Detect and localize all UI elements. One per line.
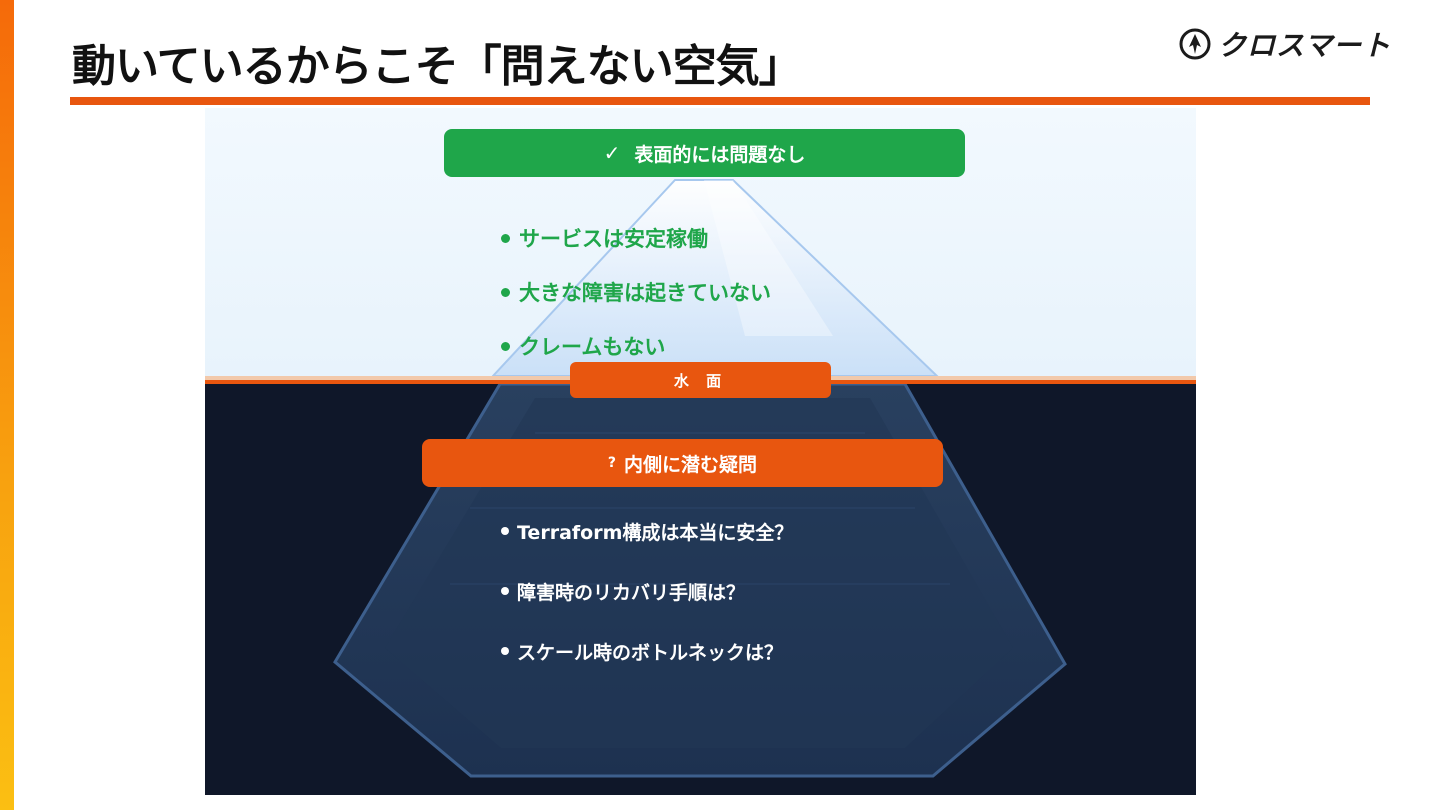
- logo-text: クロスマート: [1218, 29, 1392, 62]
- list-item: 障害時のリカバリ手順は？: [501, 561, 793, 621]
- hidden-header-label: 内側に潜む疑問: [624, 453, 758, 476]
- hidden-header: ? 内側に潜む疑問: [422, 439, 943, 487]
- iceberg-tip-highlight: [704, 180, 833, 336]
- brand-logo: クロスマート: [1178, 24, 1391, 64]
- bullet-dot: [501, 287, 510, 297]
- list-item: クレームもない: [501, 319, 771, 373]
- bullet-dot: [501, 341, 510, 351]
- surface-header-label: 表面的には問題なし: [634, 143, 806, 166]
- question-icon: ?: [607, 455, 617, 471]
- check-icon: ✓: [603, 141, 621, 165]
- hidden-list: Terraform構成は本当に安全？ 障害時のリカバリ手順は？ スケール時のボト…: [501, 501, 793, 681]
- list-item: スケール時のボトルネックは？: [501, 621, 793, 681]
- bullet-dot: [501, 527, 509, 535]
- page-title: 動いているからこそ「問えない空気」: [72, 41, 803, 92]
- left-accent-stripe: [0, 0, 14, 810]
- title-underline: [70, 97, 1370, 105]
- bullet-dot: [501, 587, 509, 595]
- logo-emblem-icon: [1179, 28, 1211, 60]
- surface-list: サービスは安定稼働 大きな障害は起きていない クレームもない: [501, 211, 771, 373]
- list-item: Terraform構成は本当に安全？: [501, 501, 793, 561]
- surface-header: ✓ 表面的には問題なし: [444, 129, 965, 177]
- bullet-dot: [501, 647, 509, 655]
- list-item: 大きな障害は起きていない: [501, 265, 771, 319]
- bullet-dot: [501, 233, 510, 243]
- list-item: サービスは安定稼働: [501, 211, 771, 265]
- iceberg-diagram: ✓ 表面的には問題なし サービスは安定稼働 大きな障害は起きていない クレームも…: [205, 108, 1196, 795]
- water-surface-label: 水 面: [570, 362, 831, 398]
